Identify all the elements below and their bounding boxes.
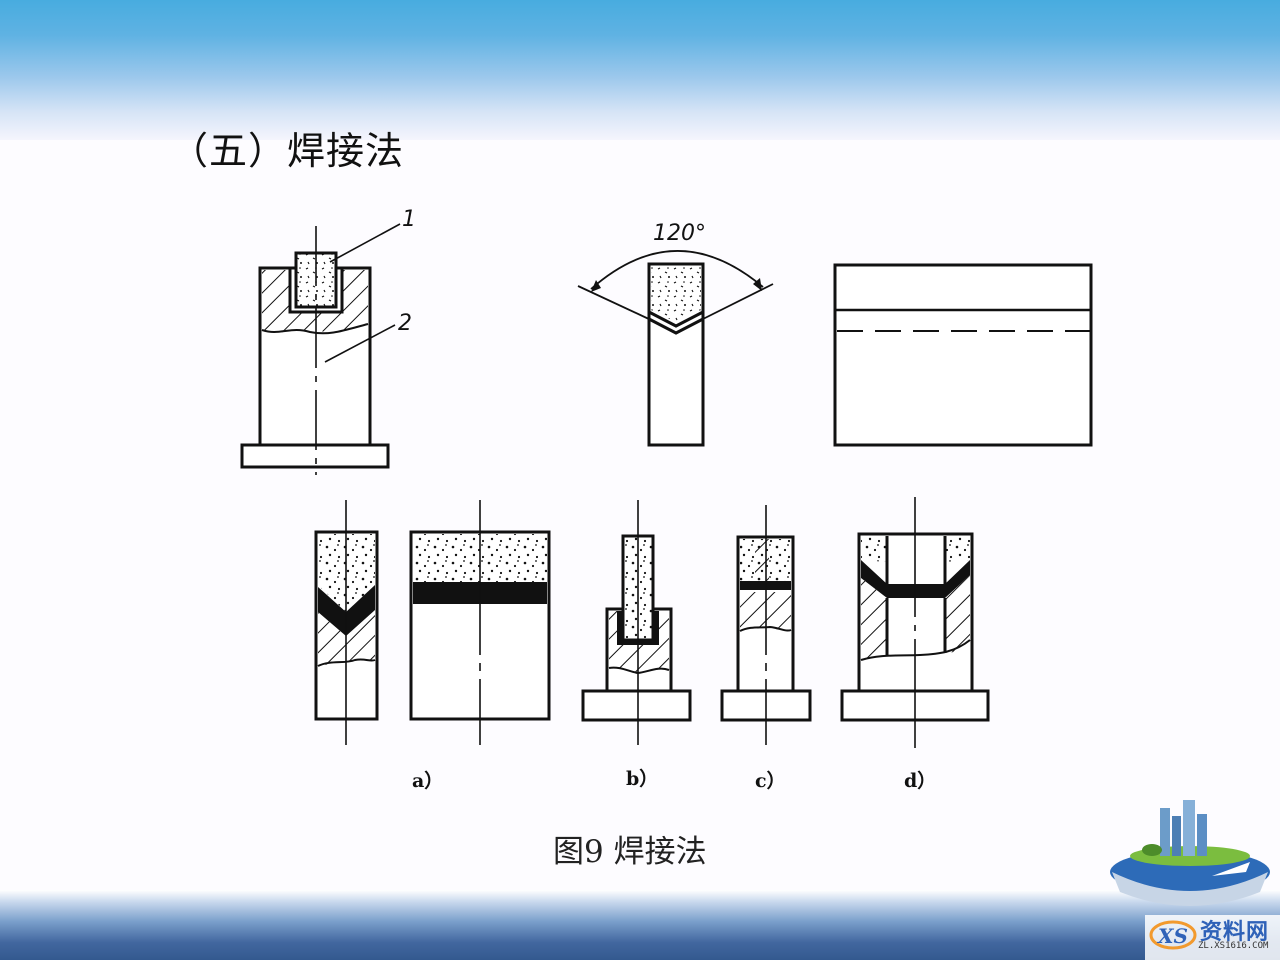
label-a: a） — [412, 770, 444, 792]
label-c: c） — [755, 770, 786, 792]
callout-2: 2 — [398, 311, 412, 336]
view-b — [581, 500, 692, 745]
label-d: d） — [904, 770, 937, 792]
view-c — [720, 505, 812, 745]
plan-view-drawing — [833, 263, 1093, 447]
xs-logo-icon: XS — [1149, 920, 1197, 950]
view-d — [840, 497, 990, 748]
view-a-front — [409, 500, 551, 745]
assembly-drawing — [240, 223, 401, 475]
angle-label: 120° — [653, 221, 706, 246]
header-gradient-band — [0, 0, 1280, 140]
footer-sea-band — [0, 890, 1280, 960]
slide-title: （五）焊接法 — [170, 129, 405, 173]
view-a-side — [314, 500, 379, 745]
watermark-url: ZL.XS1616.COM — [1198, 941, 1269, 951]
figure-caption: 图9 焊接法 — [553, 834, 707, 870]
callout-1: 1 — [402, 207, 416, 232]
watermark-site-name: 资料网 — [1200, 920, 1270, 945]
svg-text:XS: XS — [1156, 924, 1188, 948]
island-city-logo-icon — [1110, 800, 1270, 906]
label-b: b） — [626, 768, 659, 790]
v-joint-drawing — [577, 250, 774, 447]
